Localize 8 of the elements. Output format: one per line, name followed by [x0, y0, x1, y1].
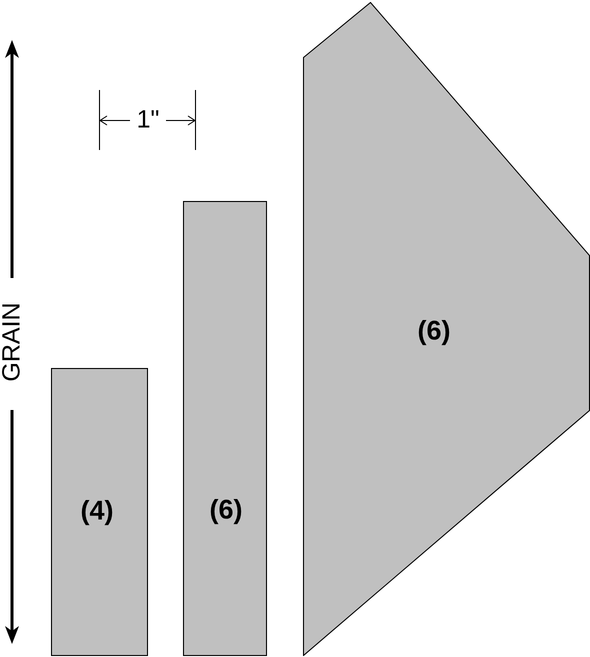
piece-count: (6) [418, 316, 450, 346]
pattern-piece [303, 2, 590, 656]
pattern-piece [183, 201, 267, 656]
dimension-label: 1" [136, 106, 160, 134]
piece-count: (6) [210, 494, 242, 526]
pattern-piece [51, 368, 148, 656]
piece-count: (4) [80, 496, 114, 526]
direction-label: GRAIN [0, 302, 26, 382]
